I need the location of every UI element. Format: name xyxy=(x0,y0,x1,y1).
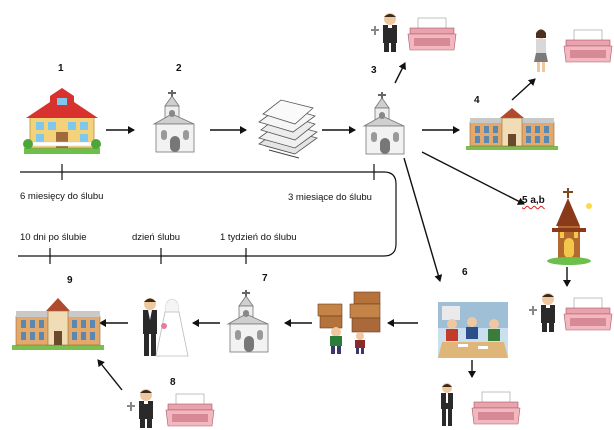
church-icon xyxy=(152,90,195,153)
priest-icon xyxy=(529,293,555,332)
bride-and-groom-icon xyxy=(143,298,189,357)
step-1-number: 1 xyxy=(58,63,64,74)
step-8-number: 8 xyxy=(170,377,176,388)
arrow-3-6 xyxy=(403,157,443,282)
church-icon xyxy=(362,92,405,155)
documents-stack-icon xyxy=(258,99,318,159)
arrow-3-priest xyxy=(394,62,406,84)
step-6-number: 6 xyxy=(462,267,468,278)
house-icon xyxy=(23,88,101,154)
step-3-number: 3 xyxy=(371,65,377,76)
chapel-icon xyxy=(547,188,592,265)
step-9-number: 9 xyxy=(67,275,73,286)
timeline-label-wedding-day: dzień ślubu xyxy=(132,232,181,243)
man-in-suit-icon xyxy=(441,383,453,426)
typewriter-icon xyxy=(563,29,613,63)
arrow-8-9 xyxy=(97,359,123,391)
timeline-line xyxy=(18,171,397,257)
step-4-number: 4 xyxy=(474,95,480,106)
typewriter-icon xyxy=(165,393,215,427)
typewriter-icon xyxy=(471,391,521,425)
timeline-label-1-week: 1 tydzień do ślubu xyxy=(220,232,297,243)
church-icon xyxy=(226,290,269,353)
step-5-number: 5 a,b xyxy=(522,195,545,206)
registry-office-icon xyxy=(466,108,558,150)
timeline-label-6-months: 6 miesięcy do ślubu xyxy=(20,191,104,202)
timeline-label-3-months: 3 miesiące do ślubu xyxy=(288,192,372,203)
registry-office-icon xyxy=(12,298,104,350)
timeline-label-10-days-after: 10 dni po ślubie xyxy=(20,232,87,243)
typewriter-icon xyxy=(407,17,457,51)
clerk-woman-icon xyxy=(534,29,548,72)
arrow-4-clerk xyxy=(511,78,536,101)
arrow-3-5 xyxy=(421,151,525,205)
typewriter-icon xyxy=(563,297,613,331)
priest-icon xyxy=(371,13,397,52)
step-2-number: 2 xyxy=(176,63,182,74)
movers-icon xyxy=(317,291,381,354)
meeting-icon xyxy=(438,302,508,358)
priest-icon xyxy=(127,389,153,428)
step-7-number: 7 xyxy=(262,273,268,284)
